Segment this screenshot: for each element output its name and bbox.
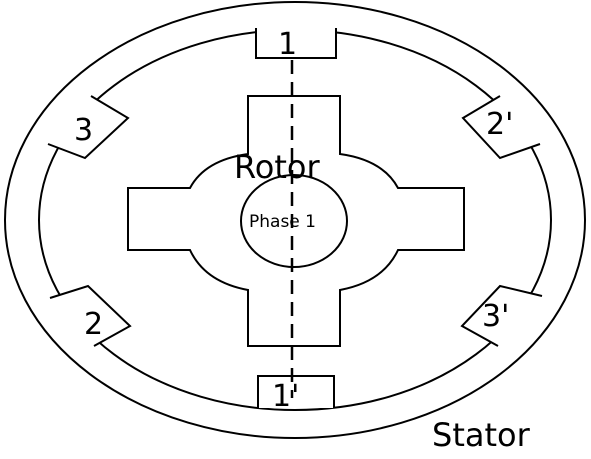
stator-pole-3-shape xyxy=(47,95,130,160)
rotor-label: Rotor xyxy=(234,148,321,186)
rotor-center-circle xyxy=(240,174,348,268)
stator-pole-3-prime-shape xyxy=(460,284,543,347)
pole-3-prime-label: 3' xyxy=(482,299,509,334)
stator-pole-2-shape xyxy=(49,284,132,347)
stator-pole-1-prime-shape xyxy=(257,375,335,408)
stator-outer-ring xyxy=(4,1,586,439)
pole-2-prime-label: 2' xyxy=(486,107,513,142)
pole-1-label: 1 xyxy=(278,27,297,62)
pole-1-prime-label: 1' xyxy=(272,379,299,414)
pole-3-label: 3 xyxy=(74,113,93,148)
phase-label: Phase 1 xyxy=(249,212,316,232)
rotor-body xyxy=(127,95,465,347)
stator-pole-2-prime-shape xyxy=(461,95,541,160)
pole-2-label: 2 xyxy=(84,307,103,342)
stator-label: Stator xyxy=(432,416,531,454)
stator-pole-1-shape xyxy=(255,28,337,59)
